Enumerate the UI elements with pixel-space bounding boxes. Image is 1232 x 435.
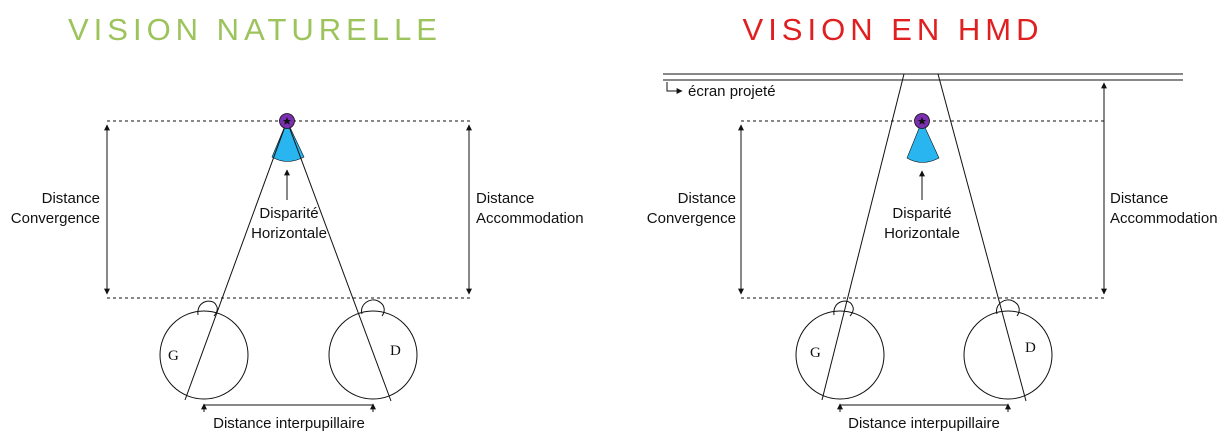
hmd-convergence-label-2: Convergence bbox=[647, 210, 736, 227]
hmd-disparity-label-1: Disparité bbox=[892, 205, 951, 222]
natural-convergence-label-2: Convergence bbox=[11, 210, 100, 227]
hmd-eye-right-label: D bbox=[1025, 340, 1036, 356]
hmd-screen-pointer bbox=[666, 82, 683, 94]
hmd-screen-label: écran projeté bbox=[688, 83, 776, 100]
natural-disparity-label-2: Horizontale bbox=[251, 225, 327, 242]
hmd-title: VISION EN HMD bbox=[743, 12, 1044, 47]
hmd-disparity-label-2: Horizontale bbox=[884, 225, 960, 242]
natural-right-eye: D bbox=[328, 299, 418, 400]
hmd-focus-star-icon bbox=[917, 117, 927, 125]
hmd-right-eye: D bbox=[963, 299, 1053, 400]
natural-disparity-label-1: Disparité bbox=[259, 205, 318, 222]
natural-title: VISION NATURELLE bbox=[68, 12, 442, 47]
natural-accommodation-label-2: Accommodation bbox=[476, 210, 584, 227]
hmd-disparity-wedge bbox=[906, 120, 940, 163]
hmd-convergence-label-1: Distance bbox=[678, 190, 736, 207]
hmd-accommodation-label-2: Accommodation bbox=[1110, 210, 1218, 227]
hmd-left-eye: G bbox=[795, 300, 885, 400]
natural-left-eye: G bbox=[159, 300, 249, 400]
natural-accommodation-label-1: Distance bbox=[476, 190, 534, 207]
natural-disparity-wedge bbox=[271, 120, 305, 162]
natural-focus-star-icon bbox=[282, 117, 292, 125]
natural-vision-panel: VISION NATURELLE Distance Convergence Di… bbox=[11, 12, 584, 432]
hmd-accommodation-label-1: Distance bbox=[1110, 190, 1168, 207]
natural-eye-right-label: D bbox=[390, 343, 401, 359]
natural-interpupillary-bracket bbox=[203, 404, 374, 412]
natural-interpupillary-label: Distance interpupillaire bbox=[213, 415, 365, 432]
hmd-eye-left-label: G bbox=[810, 345, 821, 361]
natural-eye-left-label: G bbox=[168, 348, 179, 364]
natural-convergence-label-1: Distance bbox=[42, 190, 100, 207]
hmd-interpupillary-label: Distance interpupillaire bbox=[848, 415, 1000, 432]
hmd-right-sight-line bbox=[937, 73, 1027, 402]
natural-left-sight-line bbox=[184, 120, 288, 401]
hmd-left-sight-line bbox=[821, 73, 905, 401]
hmd-vision-panel: VISION EN HMD écran projeté Distance Con… bbox=[647, 12, 1218, 432]
natural-right-sight-line bbox=[286, 120, 392, 402]
hmd-interpupillary-bracket bbox=[839, 404, 1009, 412]
